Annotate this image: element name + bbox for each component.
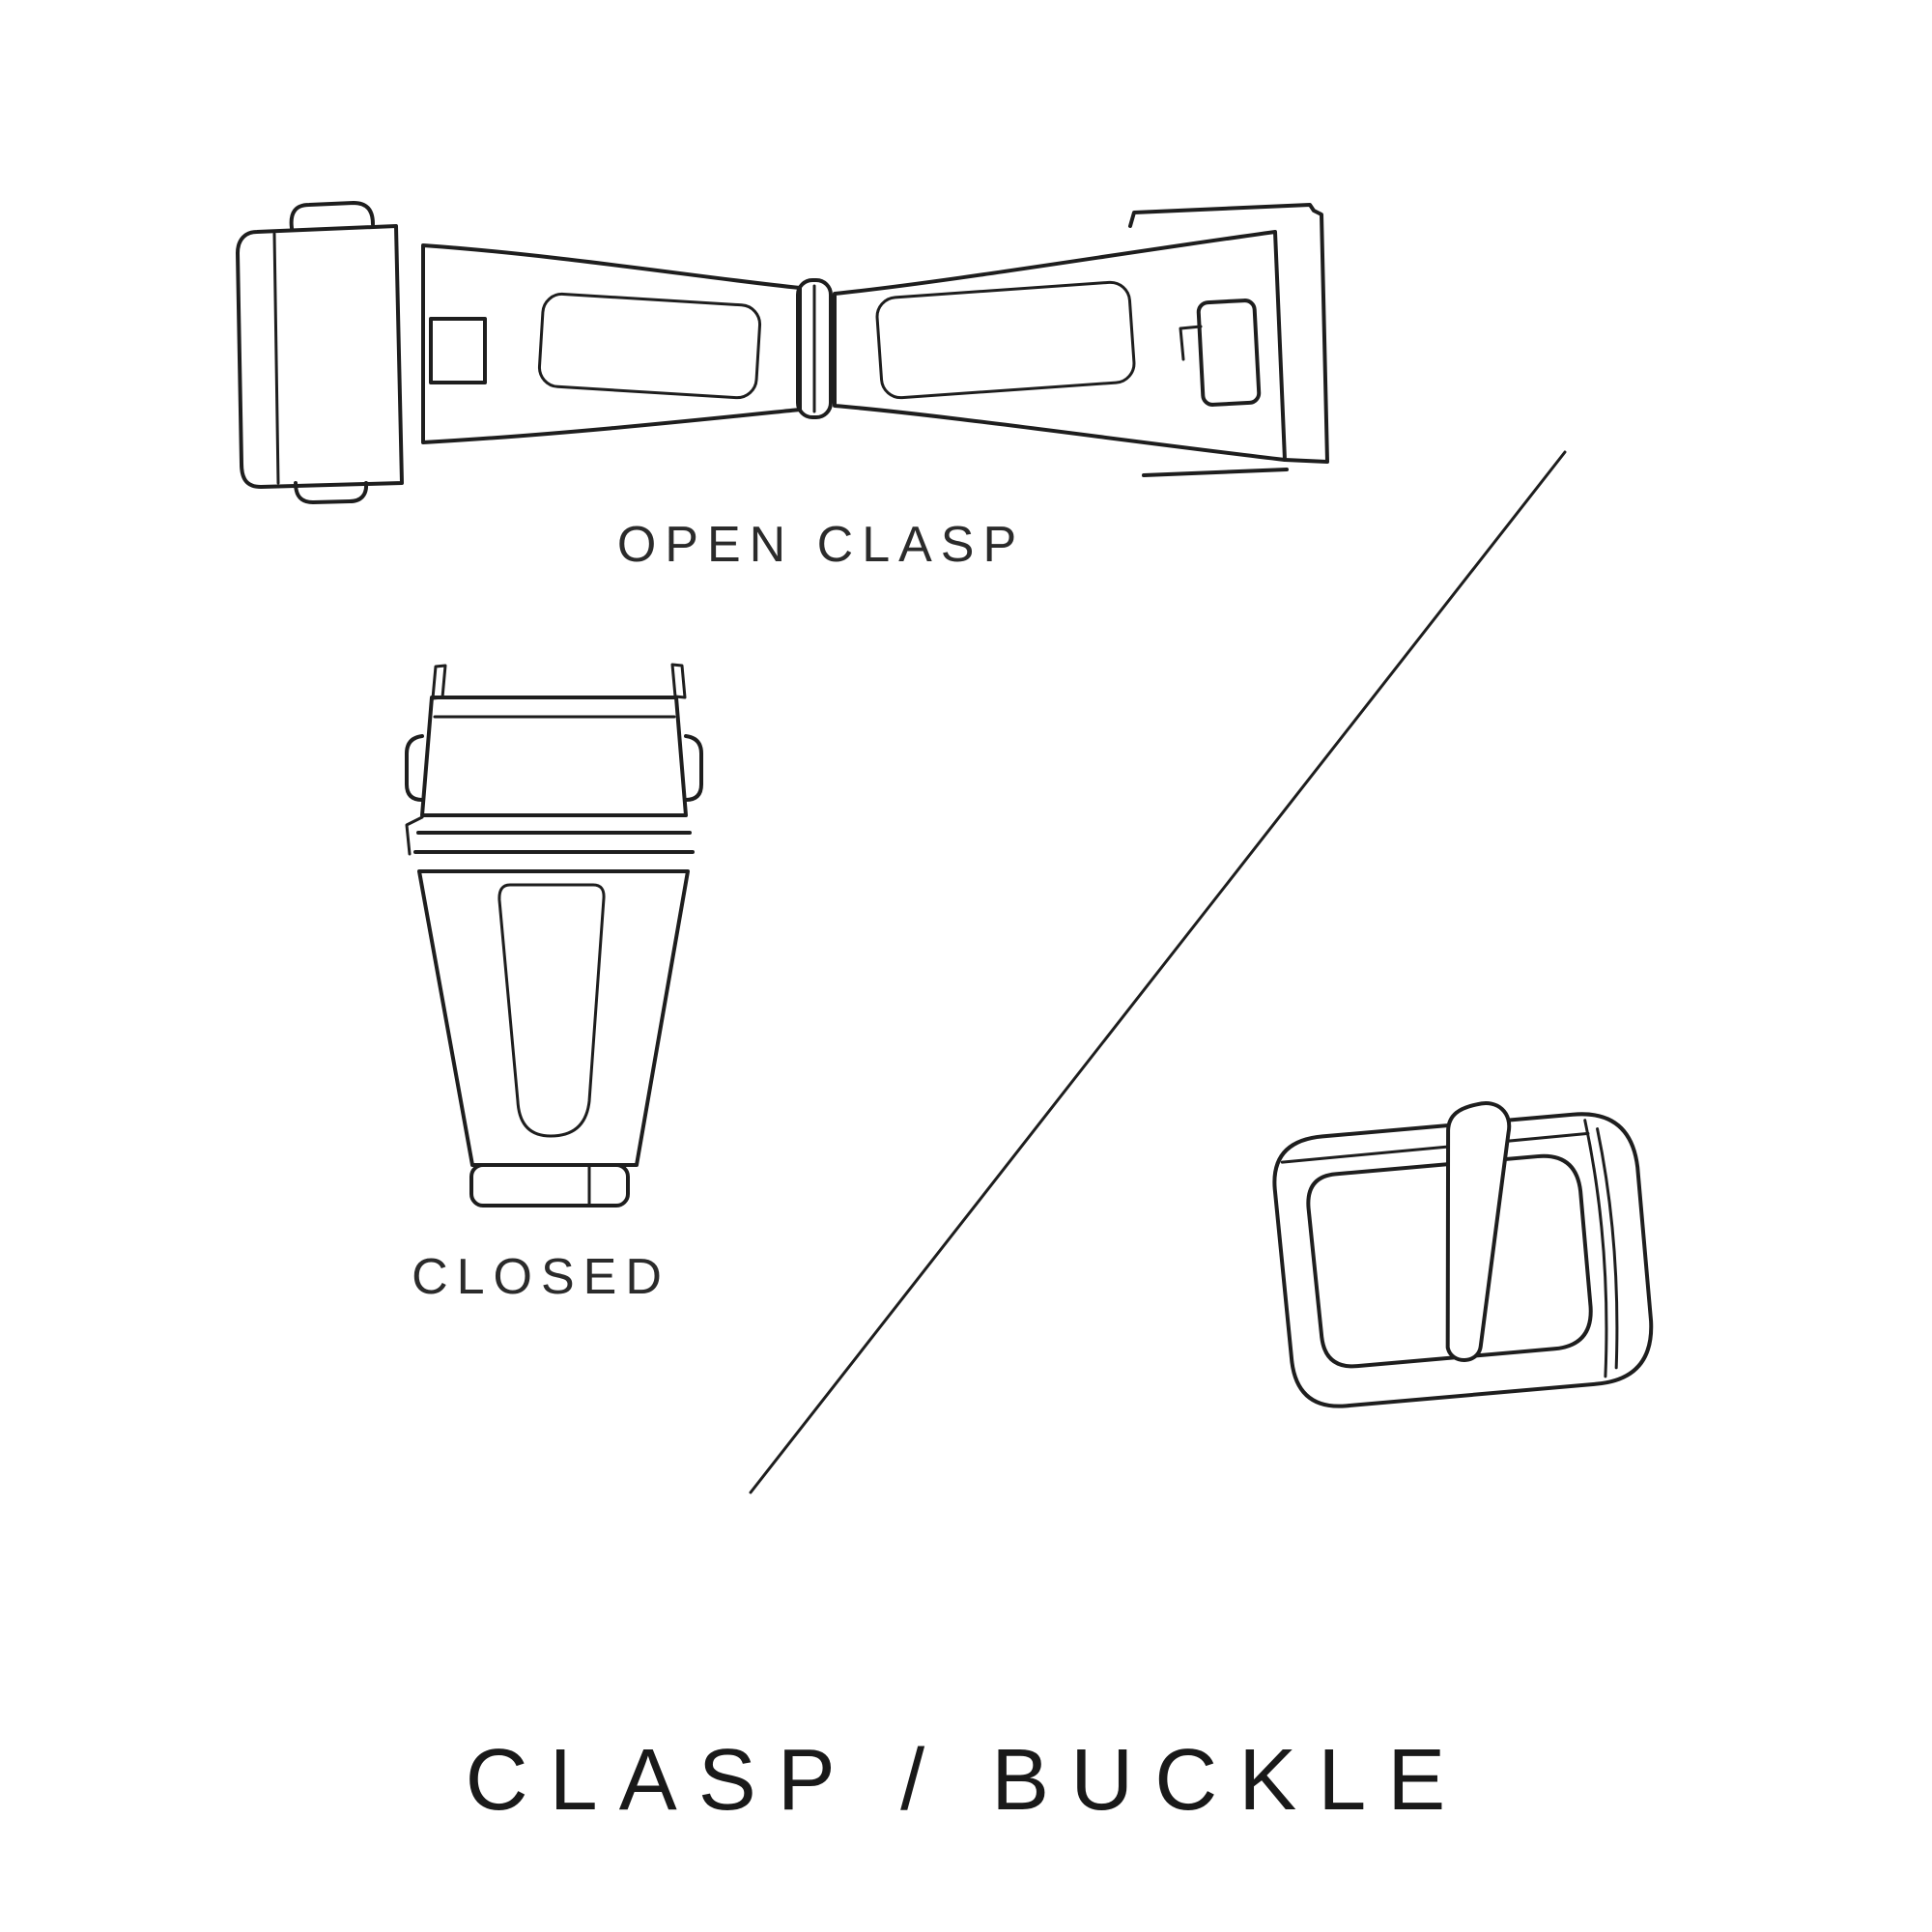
buckle-prong: [1445, 1101, 1512, 1362]
open-clasp-left-link: [236, 224, 404, 489]
open-clasp-left-arm: [421, 243, 802, 444]
closed-clasp-illustration: [405, 663, 703, 1208]
open-clasp-label: OPEN CLASP: [616, 517, 1026, 573]
closed-clasp-prong-left: [431, 664, 447, 700]
closed-clasp-slot: [497, 883, 606, 1138]
closed-clasp-prong-right: [670, 663, 687, 699]
closed-clasp-body: [417, 869, 690, 1167]
open-clasp-catch: [1196, 298, 1262, 407]
buckle-pin: [1280, 1131, 1590, 1164]
open-clasp-hinge: [796, 278, 833, 419]
divider-line: [749, 450, 1567, 1494]
closed-clasp-foot: [469, 1163, 630, 1208]
open-clasp-right-window: [875, 280, 1136, 400]
closed-clasp-top-box: [420, 696, 688, 817]
closed-clasp-label: CLOSED: [412, 1249, 670, 1305]
open-clasp-illustration: [236, 201, 1329, 504]
open-clasp-hook-cutout: [429, 317, 487, 384]
buckle-frame-inner: [1306, 1153, 1593, 1369]
buckle-frame-outer: [1272, 1112, 1654, 1408]
open-clasp-left-window: [537, 292, 762, 400]
buckle-illustration: [1272, 1101, 1654, 1408]
page-title: CLASP / BUCKLE: [465, 1732, 1467, 1829]
open-clasp-right-arm: [833, 230, 1287, 462]
